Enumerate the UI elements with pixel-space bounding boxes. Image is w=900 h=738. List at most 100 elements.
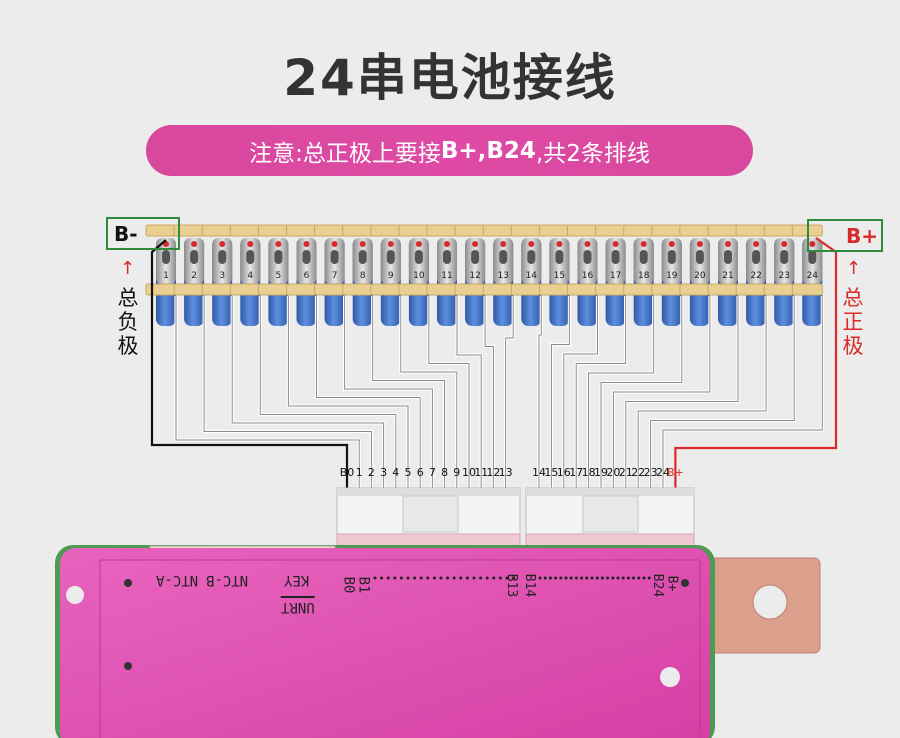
balance-wire [372, 296, 446, 492]
battery-cell: 11 [437, 238, 457, 326]
balance-wire [231, 296, 385, 492]
balance-wire [575, 296, 627, 492]
connector-pin-label: 24 [656, 466, 670, 479]
board-label-unrt: UNRT [281, 596, 315, 615]
negative-terminal-label: B- [114, 222, 138, 246]
cell-number-label: 18 [638, 271, 650, 281]
board-dot [632, 576, 636, 580]
nickel-strip-top [201, 224, 233, 237]
connector-pin-label: 21 [619, 466, 633, 479]
connector-pin-label: 11 [474, 466, 488, 479]
battery-cell: 5 [268, 238, 289, 326]
nickel-strip-top [286, 224, 317, 237]
nickel-strip-top [398, 224, 430, 237]
nickel-strip-top [342, 224, 374, 237]
connector-pin-label: 3 [380, 466, 387, 479]
connector-pin-label: 22 [631, 466, 645, 479]
connector-pin-label: 20 [606, 466, 620, 479]
cell-number-label: 20 [694, 271, 706, 281]
battery-cell: 16 [577, 238, 598, 326]
positive-terminal-box [807, 219, 883, 252]
nickel-strip-top [510, 224, 542, 237]
board-dot [606, 576, 610, 580]
battery-cell: 1 [156, 238, 176, 326]
connector-pin-label: 6 [417, 466, 424, 479]
board-dot [492, 576, 496, 580]
nickel-strip-top [538, 224, 570, 237]
battery-cell: 14 [521, 238, 542, 326]
balance-wire [484, 296, 494, 492]
board-dot [559, 576, 563, 580]
cell-number-label: 1 [163, 271, 169, 281]
nickel-strip-bottom [763, 283, 795, 296]
nickel-strip-top [735, 224, 767, 237]
balance-wire [287, 296, 409, 492]
balance-wire [612, 296, 711, 492]
negative-arrow-icon: ↑ [120, 258, 136, 279]
cell-number-label: 7 [332, 271, 338, 281]
banner-suffix: ,共2条排线 [535, 140, 650, 167]
positive-terminal-label: B+ [846, 224, 879, 248]
board-dot [595, 576, 599, 580]
cell-number-label: 21 [722, 271, 733, 281]
cell-number-label: 22 [750, 271, 761, 281]
nickel-strip-bottom [257, 283, 289, 296]
balance-wire [428, 296, 470, 492]
cell-number-label: 23 [778, 271, 789, 281]
balance-wire [650, 296, 795, 492]
positive-main-wire [674, 237, 838, 492]
balance-wire [456, 296, 482, 492]
board-label-ntc-b: NTC-B [206, 572, 249, 588]
connector-pin-label: B0 [340, 466, 355, 479]
battery-cell: 3 [212, 238, 233, 326]
connector-pin-label: 1 [356, 466, 363, 479]
board-dot [512, 576, 516, 580]
cell-number-label: 24 [807, 271, 819, 281]
total-negative-label: 总负极 [117, 286, 139, 358]
board-dot [505, 576, 509, 580]
nickel-strip-top [595, 224, 627, 237]
nickel-strip-bottom [426, 283, 458, 296]
nickel-strip-top [426, 224, 458, 237]
board-dot [406, 576, 410, 580]
cell-number-label: 12 [469, 271, 480, 281]
board-dot [611, 576, 615, 580]
cell-number-label: 15 [554, 271, 565, 281]
battery-cell: 6 [296, 238, 317, 326]
nickel-strip-bottom [370, 283, 402, 296]
nickel-strip-top [651, 224, 683, 237]
connector-pin-label: 7 [429, 466, 436, 479]
nickel-strip-top [707, 224, 739, 237]
cell-number-label: 10 [413, 271, 425, 281]
balance-wire [550, 296, 570, 492]
balance-wire [625, 296, 739, 492]
battery-cell: 13 [493, 238, 514, 326]
cell-number-label: 9 [388, 271, 394, 281]
board-dot [452, 576, 456, 580]
balance-wire [344, 296, 433, 492]
nickel-strip-bottom [229, 283, 261, 296]
balance-wire [661, 296, 824, 492]
board-dot [439, 576, 443, 580]
cell-number-label: 5 [276, 271, 282, 281]
battery-cell: 10 [408, 238, 429, 326]
board-label-b24: B24 [650, 573, 666, 598]
battery-cell: 9 [380, 238, 401, 326]
cell-number-label: 19 [666, 271, 678, 281]
board-dot [543, 576, 547, 580]
connector-pin-label: 12 [486, 466, 500, 479]
battery-cell: 15 [549, 238, 570, 326]
nickel-strip-top [314, 224, 346, 237]
balance-wire [483, 296, 495, 492]
connector-pin-label: 2 [368, 466, 375, 479]
negative-terminal-box [106, 217, 180, 250]
battery-cell: 22 [746, 238, 767, 326]
nickel-strip-bottom [201, 283, 233, 296]
nickel-strip-top [763, 224, 795, 237]
banner-bold: B+,B24 [440, 137, 536, 164]
balance-wire [203, 296, 372, 492]
nickel-strip-bottom [707, 283, 739, 296]
